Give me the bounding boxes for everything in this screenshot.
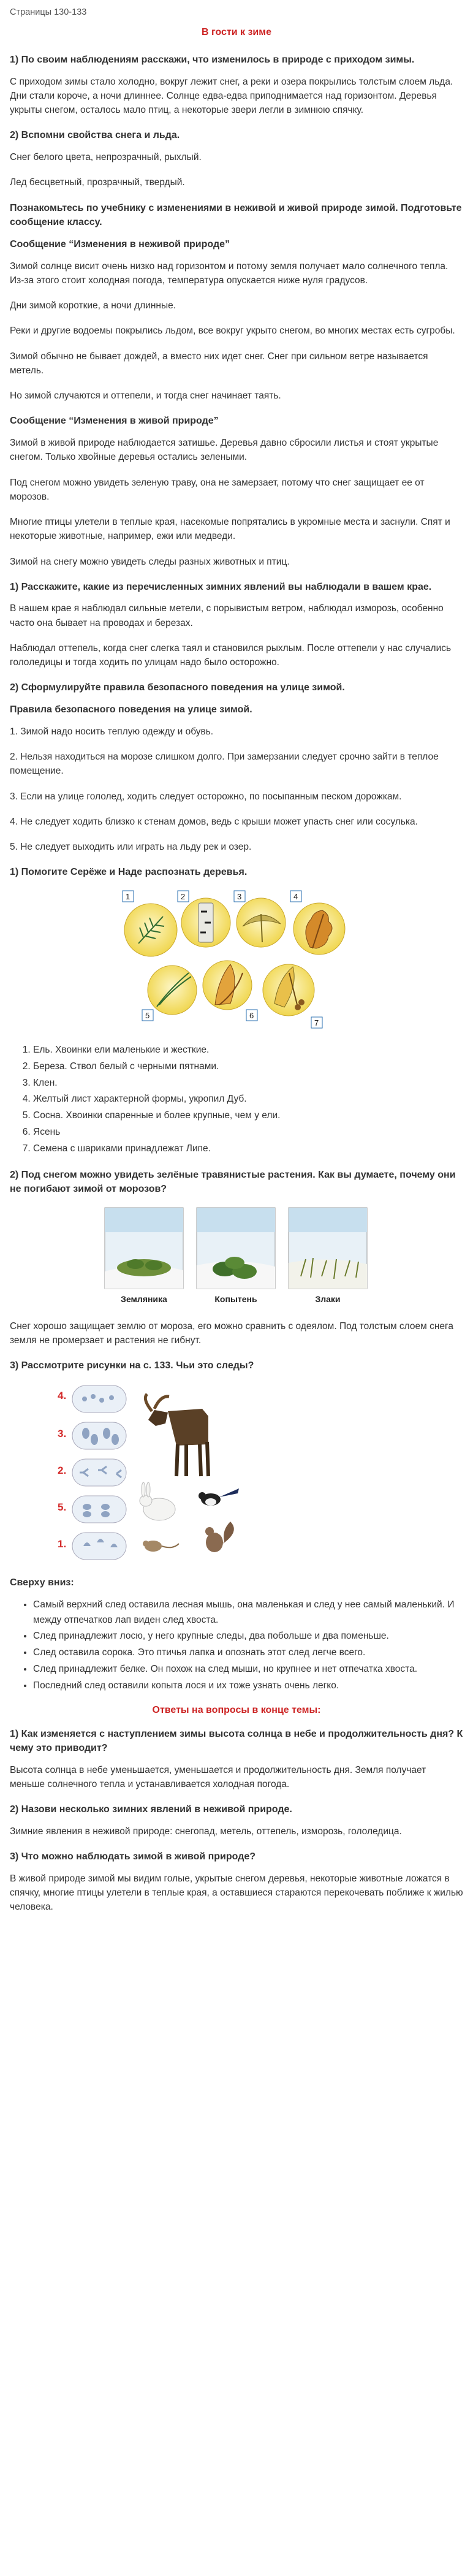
squirrel-illustration	[205, 1522, 234, 1553]
answer-paragraph: Лед бесцветный, прозрачный, твердый.	[10, 177, 185, 188]
list-item: Семена с шариками принадлежат Липе.	[33, 1141, 463, 1157]
question-heading: Сообщение “Изменения в живой природе”	[10, 416, 219, 427]
answer-paragraph: Дни зимой короткие, а ночи длинные.	[10, 300, 176, 311]
tree-leaves-figure: 1 2 3 4 5 6 7	[122, 890, 346, 1029]
hare-illustration	[139, 1482, 176, 1521]
answer-paragraph: Зимой на снегу можно увидеть следы разны…	[10, 556, 290, 567]
list-item: Ель. Хвоинки ели маленькие и жесткие.	[33, 1043, 463, 1058]
leaf-circle-6	[202, 960, 252, 1010]
answer-paragraph: Снег белого цвета, непрозрачный, рыхлый.	[10, 152, 202, 163]
leaf-circle-3	[236, 897, 286, 948]
list-item: Сосна. Хвоинки спаренные и более крупные…	[33, 1108, 463, 1124]
figure-number-label: 3.	[58, 1428, 66, 1439]
question-heading: Сообщение “Изменения в неживой природе”	[10, 238, 230, 250]
answer-paragraph: Под снегом можно увидеть зеленую траву, …	[10, 477, 425, 502]
figure-number-label: 2.	[58, 1465, 66, 1476]
answer-paragraph: Но зимой случаются и оттепели, и тогда с…	[10, 391, 281, 402]
plant-panel-strawberry	[104, 1207, 184, 1289]
answer-paragraph: Многие птицы улетели в теплые края, насе…	[10, 517, 450, 542]
magpie-illustration	[199, 1488, 239, 1506]
list-item: Самый верхний след оставила лесная мышь,…	[33, 1598, 463, 1628]
page-title: В гости к зиме	[201, 27, 271, 37]
question-heading: 1) По своим наблюдениям расскажи, что из…	[10, 55, 415, 65]
figure-number-label: 5.	[58, 1501, 66, 1513]
figure-number-label: 3	[237, 892, 241, 901]
answer-paragraph: В живой природе зимой мы видим голые, ук…	[10, 1873, 463, 1913]
figure-number-label: 7	[314, 1018, 319, 1027]
green-plants-figure: Земляника Копытень Злаки	[104, 1207, 368, 1304]
answer-paragraph: 3. Если на улице гололед, ходить следует…	[10, 791, 402, 802]
moose-illustration	[143, 1393, 210, 1477]
plant-panel-asarum	[196, 1207, 276, 1289]
list-item: Ясень	[33, 1125, 463, 1140]
numbered-list: Ель. Хвоинки ели маленькие и жесткие.Бер…	[10, 1043, 463, 1157]
leaf-circle-5	[147, 965, 197, 1015]
answer-paragraph: Зимние явления в неживой природе: снегоп…	[10, 1826, 402, 1837]
animal-tracks-figure: 4. 3. 2. 5. 1.	[58, 1385, 239, 1560]
question-heading: 3) Что можно наблюдать зимой в живой при…	[10, 1851, 256, 1862]
figure-leaves: 1 2 3 4 5 6 7	[10, 887, 463, 1032]
question-heading: 2) Назови несколько зимних явлений в неж…	[10, 1804, 292, 1815]
question-heading: 2) Сформулируйте правила безопасного пов…	[10, 682, 345, 693]
question-heading: Правила безопасного поведения на улице з…	[10, 704, 252, 715]
list-item: Клен.	[33, 1076, 463, 1091]
answer-paragraph: 1. Зимой надо носить теплую одежду и обу…	[10, 726, 214, 737]
question-heading: 2) Под снегом можно увидеть зелёные трав…	[10, 1169, 456, 1195]
figure-number-label: 5	[145, 1011, 149, 1020]
article-content: 1) По своим наблюдениям расскажи, что из…	[10, 53, 463, 1915]
answer-paragraph: Зимой обычно не бывает дождей, а вместо …	[10, 351, 428, 376]
question-heading: 3) Рассмотрите рисунки на с. 133. Чьи эт…	[10, 1360, 254, 1371]
leaf-circle-4	[293, 902, 346, 955]
answer-paragraph: В нашем крае я наблюдал сильные метели, …	[10, 603, 444, 628]
figure-caption: Копытень	[214, 1294, 257, 1304]
question-heading: Сверху вниз:	[10, 1577, 74, 1588]
number-boxes: 1 2 3 4 5 6 7	[122, 890, 323, 1029]
section-title: Ответы на вопросы в конце темы:	[152, 1704, 321, 1715]
answer-paragraph: С приходом зимы стало холодно, вокруг ле…	[10, 76, 453, 116]
pages-label: Страницы 130-133	[10, 7, 87, 17]
leaf-circle-7	[262, 964, 315, 1016]
list-item: След оставила сорока. Это птичья лапка и…	[33, 1645, 463, 1661]
figure-number-label: 1.	[58, 1538, 66, 1550]
answer-paragraph: 5. Не следует выходить или играть на льд…	[10, 842, 252, 853]
list-item: Желтый лист характерной формы, укропил Д…	[33, 1092, 463, 1107]
answer-paragraph: 4. Не следует ходить близко к стенам дом…	[10, 816, 418, 827]
figure-number-label: 2	[181, 892, 185, 901]
figure-caption: Земляника	[121, 1294, 167, 1304]
question-heading: 1) Как изменяется с наступлением зимы вы…	[10, 1728, 463, 1754]
leaf-circle-1	[124, 903, 178, 957]
list-item: Последний след оставили копыта лося и их…	[33, 1679, 463, 1694]
figure-number-label: 4.	[58, 1390, 66, 1401]
bullet-list: Самый верхний след оставила лесная мышь,…	[10, 1598, 463, 1694]
answer-paragraph: Снег хорошо защищает землю от мороза, ег…	[10, 1320, 453, 1346]
answer-paragraph: Высота солнца в небе уменьшается, уменьш…	[10, 1764, 426, 1790]
figure-number-label: 6	[249, 1011, 254, 1020]
answer-paragraph: Зимой в живой природе наблюдается затишь…	[10, 438, 439, 463]
article: Страницы 130-133 В гости к зиме 1) По св…	[0, 7, 473, 1915]
figure-number-label: 1	[126, 892, 130, 901]
mouse-illustration	[143, 1541, 180, 1552]
question-heading: Познакомьтесь по учебнику с изменениями …	[10, 202, 462, 228]
answer-paragraph: Реки и другие водоемы покрылись льдом, в…	[10, 326, 455, 337]
list-item: Береза. Ствол белый с черными пятнами.	[33, 1059, 463, 1075]
answer-paragraph: Зимой солнце висит очень низко над гориз…	[10, 261, 448, 286]
figure-number-label: 4	[293, 892, 298, 901]
leaf-circle-2	[181, 897, 231, 948]
figure-plants: Земляника Копытень Злаки	[10, 1204, 463, 1308]
figure-caption: Злаки	[315, 1294, 340, 1304]
question-heading: 1) Расскажите, какие из перечисленных зи…	[10, 581, 432, 592]
question-heading: 1) Помогите Серёже и Наде распознать дер…	[10, 867, 248, 878]
figure-tracks: 4. 3. 2. 5. 1.	[10, 1381, 463, 1564]
answer-paragraph: 2. Нельзя находиться на морозе слишком д…	[10, 752, 439, 777]
plant-panel-grasses	[288, 1207, 368, 1289]
track-panels	[72, 1385, 127, 1560]
answer-paragraph: Наблюдал оттепель, когда снег слегка тая…	[10, 642, 452, 668]
question-heading: 2) Вспомни свойства снега и льда.	[10, 130, 180, 141]
list-item: След принадлежит белке. Он похож на след…	[33, 1662, 463, 1677]
list-item: След принадлежит лосю, у него крупные сл…	[33, 1629, 463, 1644]
